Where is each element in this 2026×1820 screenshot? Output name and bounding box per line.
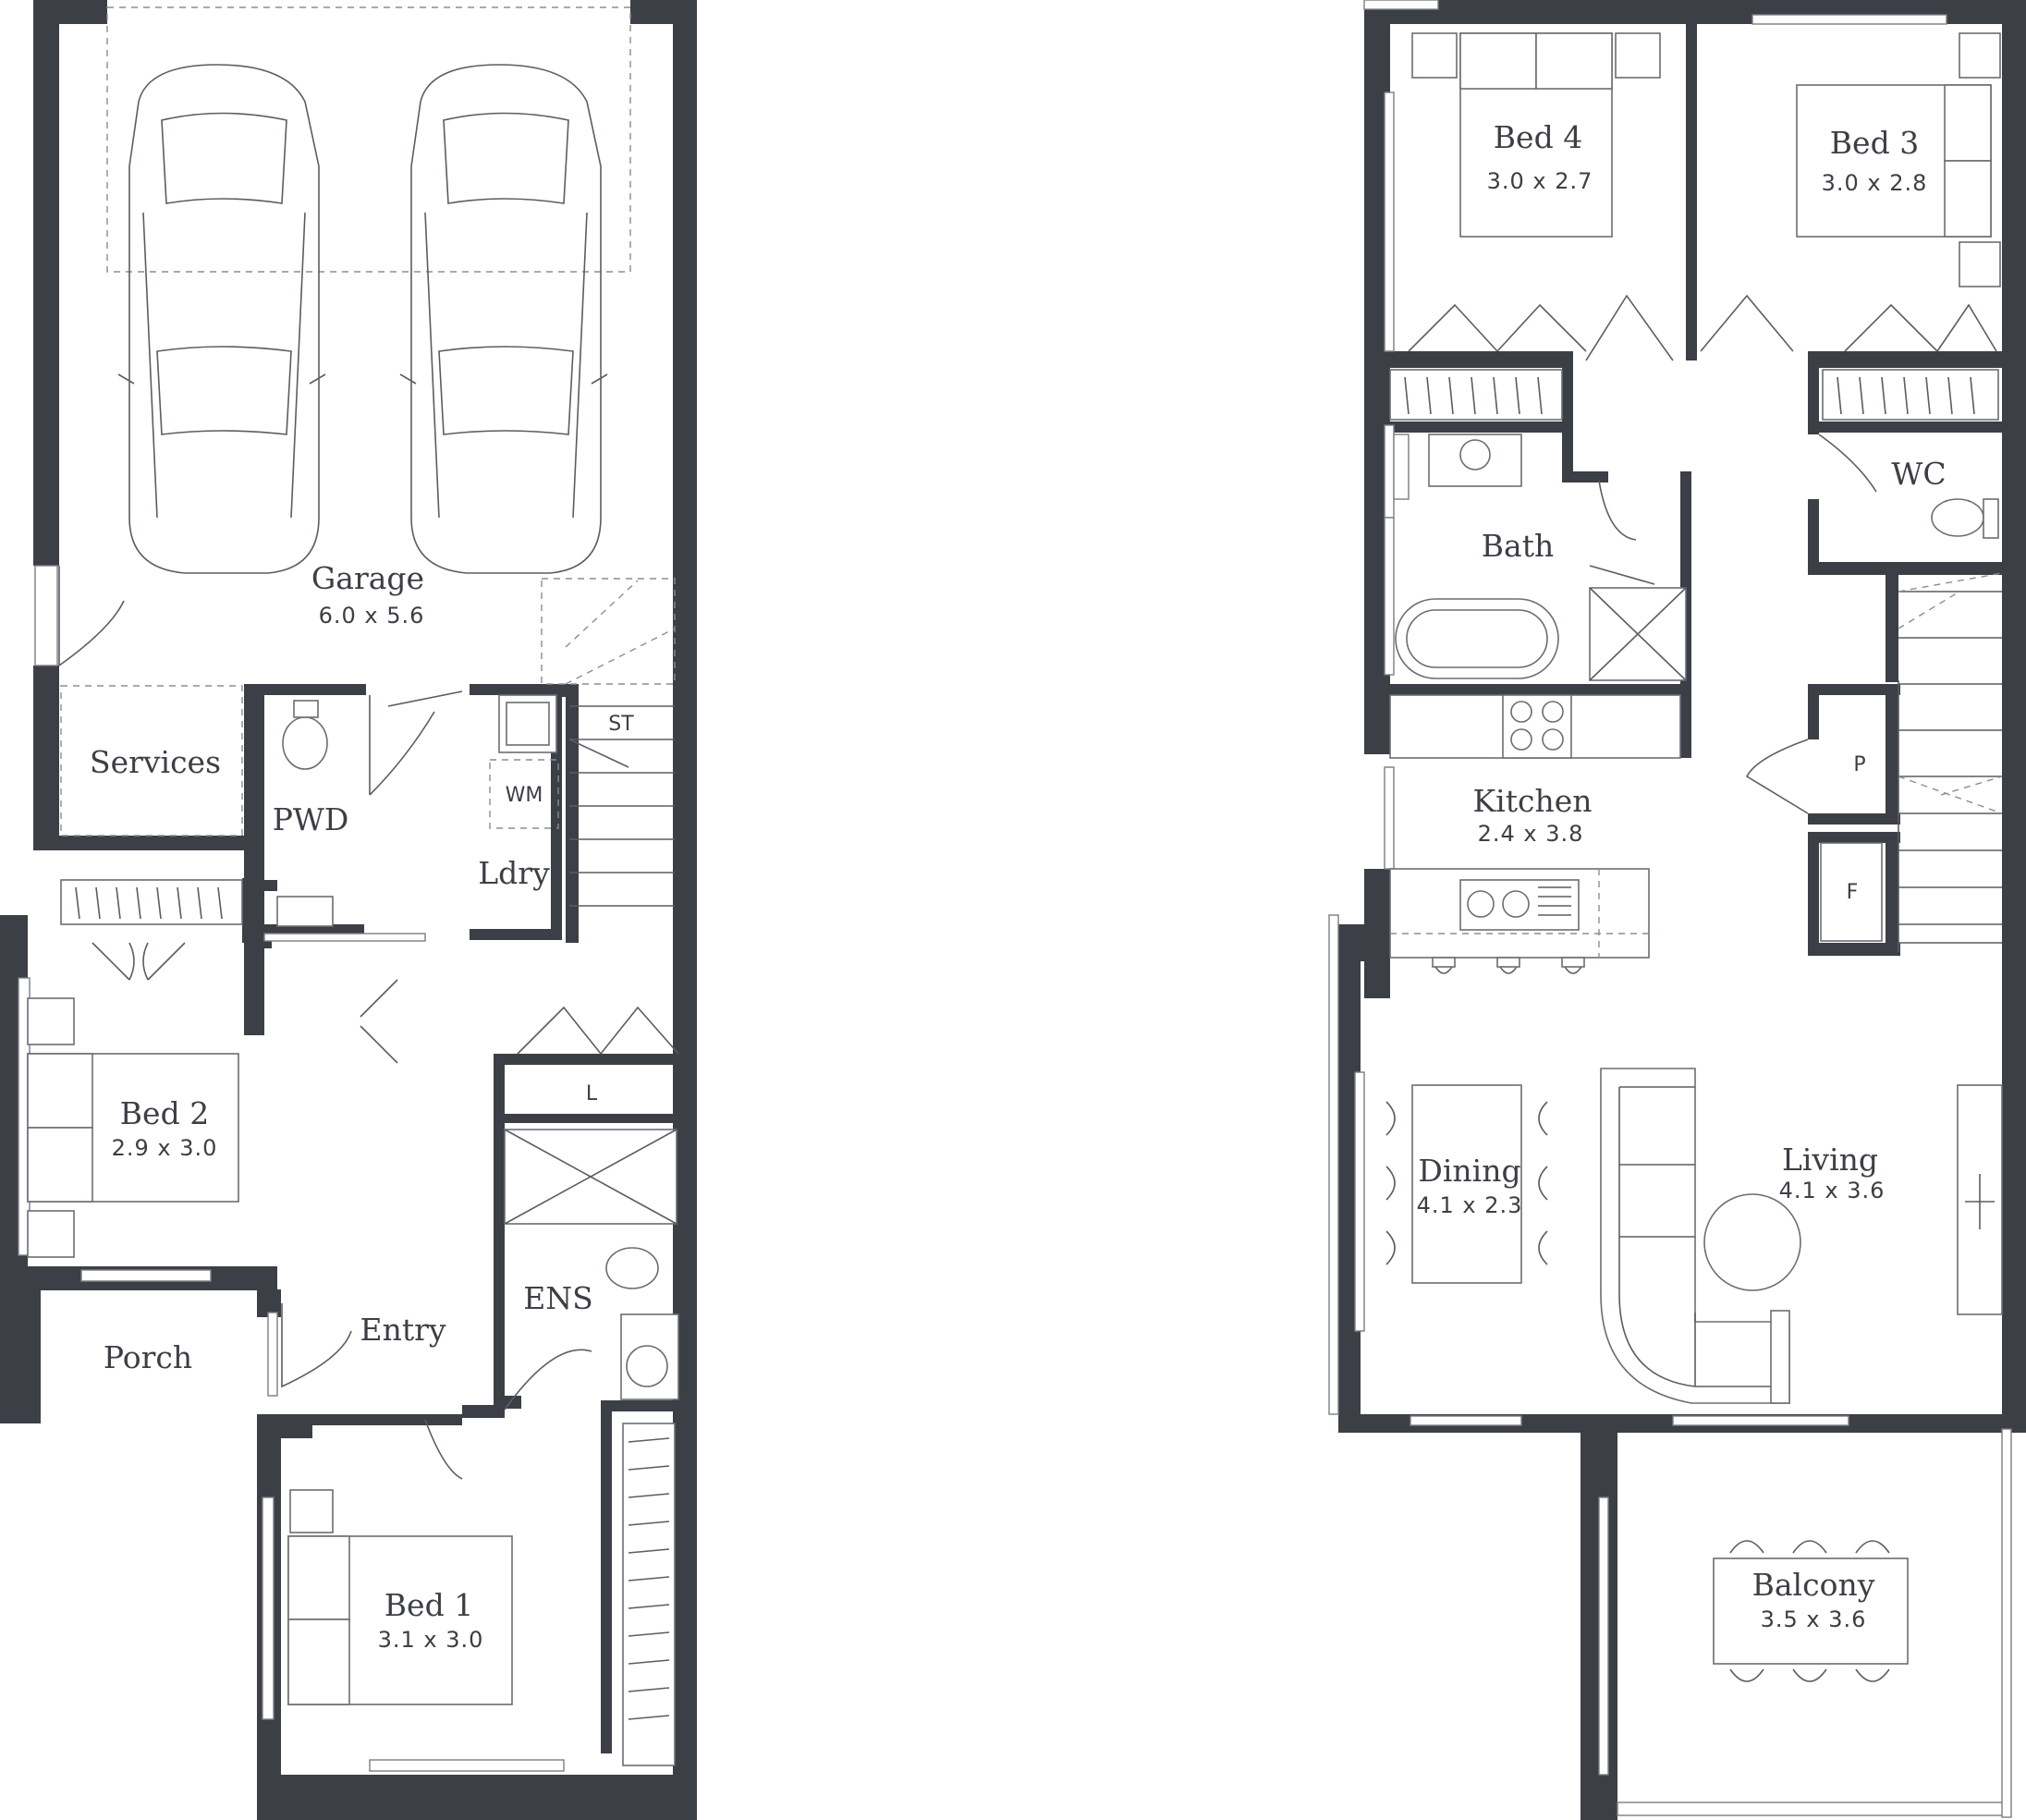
bed2-wardrobe-doors [92,942,186,981]
ensuite-fixtures [504,1129,679,1400]
car-right [399,64,608,574]
bed1-bed [287,1489,513,1705]
bed2-label: Bed 2 [120,1095,209,1131]
dining-size: 4.1 x 2.3 [1417,1192,1523,1218]
bed1-size: 3.1 x 3.0 [378,1627,484,1653]
linen-doors [517,1006,679,1055]
living-label: Living [1782,1142,1878,1178]
balcony-label: Balcony [1752,1567,1875,1603]
pwd-fixtures [276,700,334,927]
bed2-bed [27,997,239,1258]
kitchen-size: 2.4 x 3.8 [1478,821,1584,847]
pantry-door [1745,739,1809,814]
bed1-label: Bed 1 [384,1587,473,1623]
fridge-label: F [1847,881,1859,904]
wardrobe-bed2 [60,879,243,925]
garage-area [106,6,631,574]
bed3-label: Bed 3 [1830,125,1919,161]
ground-floor-windows [18,565,565,1772]
first-floor-plan: Bed 4 3.0 x 2.7 Bed 3 3.0 x 2.8 WC Bath … [1328,0,2026,1820]
store-label: ST [608,713,634,736]
services-zone [60,685,243,837]
laundry-label: Ldry [478,855,550,891]
bed3-furniture [1700,32,2001,352]
living-furniture [1600,1068,2003,1404]
garage-size: 6.0 x 5.6 [319,603,425,629]
services-label: Services [90,744,221,780]
kitchen-fixtures [1389,694,1681,974]
bath-label: Bath [1482,528,1554,564]
ground-stairs [541,578,676,907]
balcony-size: 3.5 x 3.6 [1761,1606,1867,1632]
pantry-label: P [1853,753,1865,776]
garage-label: Garage [311,560,424,596]
bed4-size: 3.0 x 2.7 [1487,168,1593,194]
bed2-size: 2.9 x 3.0 [112,1135,218,1161]
ground-floor-plan: Garage 6.0 x 5.6 Services PWD Ldry ST WM… [0,0,697,1820]
ground-floor-walls [0,0,697,1820]
kitchen-label: Kitchen [1473,783,1593,819]
wc-fixtures [1818,434,1999,539]
dining-furniture [1385,1084,1548,1284]
balcony-furniture [1713,1540,1909,1682]
linen-label: L [586,1082,598,1105]
wc-label: WC [1891,456,1946,492]
bath-fixtures [1393,434,1687,681]
wardrobe-bed1 [622,1423,676,1766]
washing-machine-zone [489,759,559,829]
ensuite-label: ENS [523,1280,593,1316]
pwd-label: PWD [273,801,349,837]
porch-label: Porch [104,1339,192,1375]
entry-sidelight [263,933,426,942]
entry-label: Entry [360,1312,445,1348]
bed3-size: 3.0 x 2.8 [1822,170,1928,196]
ground-doors [58,566,592,1480]
bed4-label: Bed 4 [1494,119,1582,155]
car-left [117,64,326,574]
bed4-wardrobe [1389,369,1563,421]
first-floor-stairs [1898,572,2003,952]
first-floor-windows [1328,0,2012,1818]
bed3-wardrobe [1822,369,1999,421]
washing-machine-label: WM [506,784,543,807]
fridge-space [1820,842,1883,942]
dining-label: Dining [1418,1153,1520,1189]
bed4-furniture [1408,32,1661,352]
living-size: 4.1 x 3.6 [1779,1178,1886,1203]
hall-door [1585,294,1674,361]
